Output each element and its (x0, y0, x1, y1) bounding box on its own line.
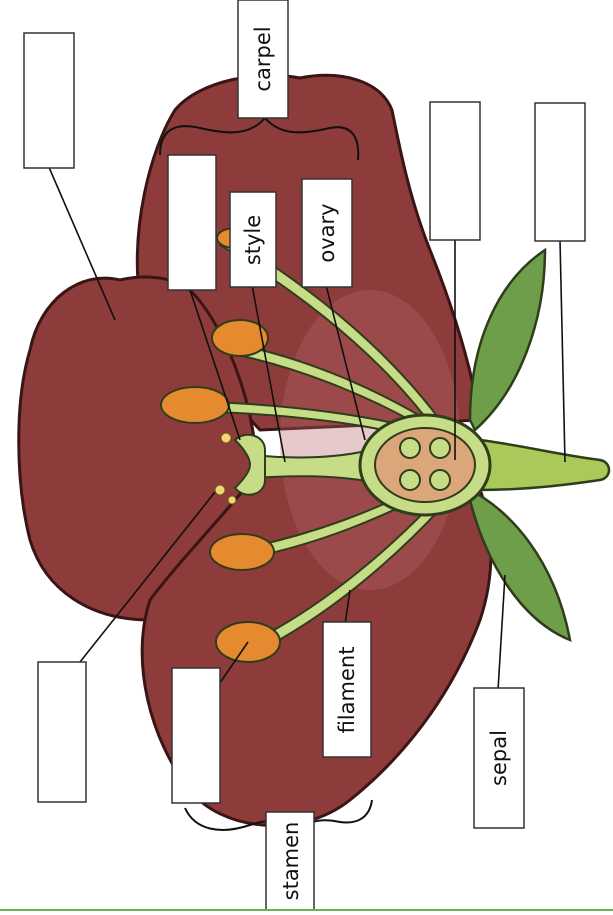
label-ovary: ovary (302, 179, 352, 287)
blank-box-anther[interactable] (172, 668, 220, 803)
label-stamen-text: stamen (279, 822, 303, 901)
stem (480, 440, 609, 490)
label-sepal-text: sepal (487, 730, 511, 786)
label-stamen: stamen (266, 812, 314, 910)
ovary-inner (375, 428, 475, 502)
label-filament: filament (323, 622, 371, 757)
anther-4 (210, 534, 274, 570)
blank-box-ovule[interactable] (430, 102, 480, 240)
blank-box-bottom-left[interactable] (38, 662, 86, 802)
label-carpel: carpel (238, 0, 288, 118)
blank-box-stem[interactable] (535, 103, 585, 241)
label-style-text: style (241, 215, 265, 265)
anther-3 (161, 387, 229, 423)
sepal-upper (470, 250, 545, 430)
blank-box-stigma[interactable] (168, 155, 216, 290)
label-sepal: sepal (474, 688, 524, 828)
label-carpel-text: carpel (251, 26, 275, 91)
label-filament-text: filament (335, 647, 359, 734)
label-ovary-text: ovary (315, 203, 339, 262)
blank-box-top-left[interactable] (24, 33, 74, 168)
label-style: style (230, 192, 276, 287)
